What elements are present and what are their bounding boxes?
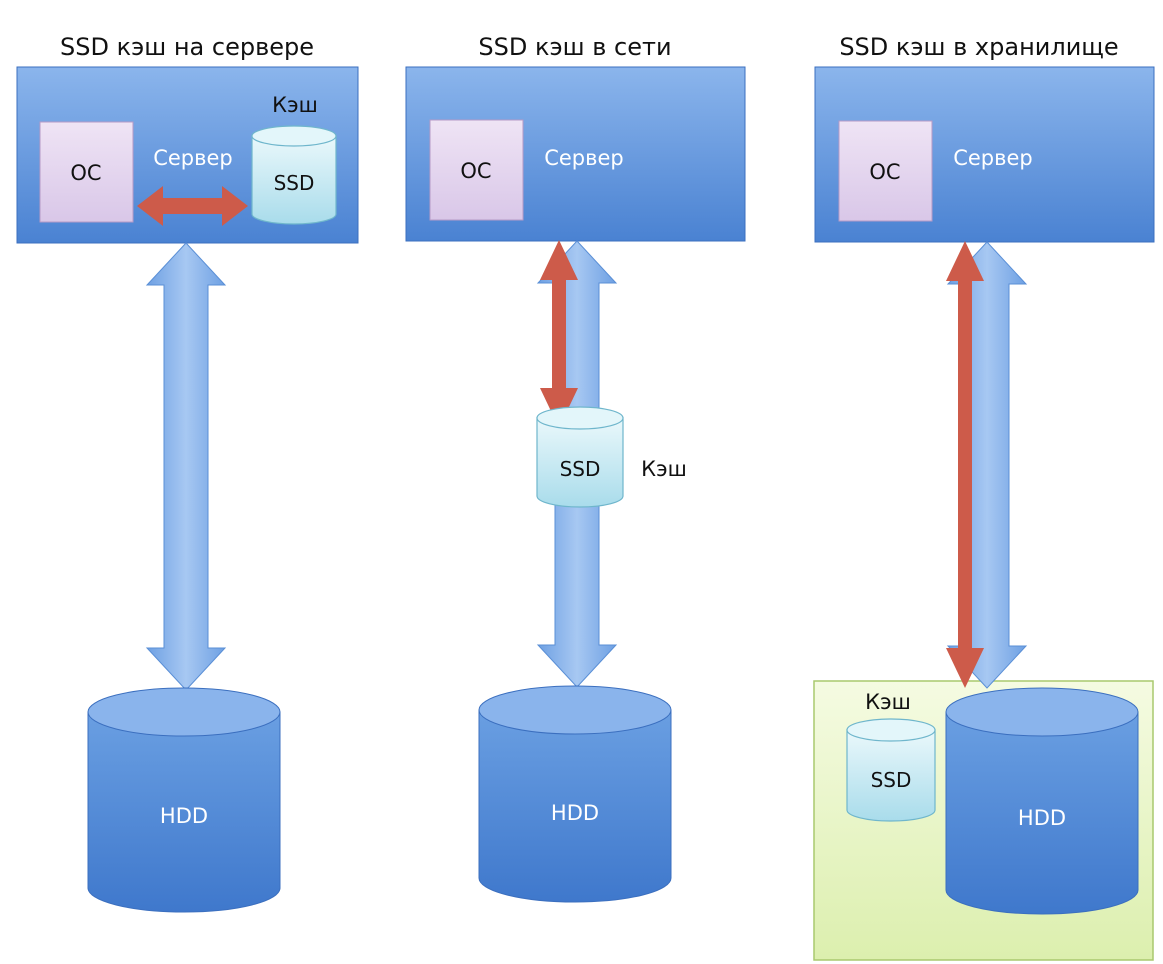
panel-title: SSD кэш в хранилище [839,33,1118,61]
ssd-cylinder [846,718,936,822]
cache-label: Кэш [641,457,687,481]
hdd-cylinder [87,687,281,913]
os-label: ОС [869,160,900,184]
hdd-label: HDD [160,804,208,828]
cache-access-arrow [540,240,578,428]
panel-title: SSD кэш в сети [478,33,671,61]
ssd-cylinder [251,125,337,225]
hdd-label: HDD [1018,806,1066,830]
panel-server-cache: SSD кэш на сервере ОС Сервер Кэш SSD HDD [16,33,359,913]
os-box [39,121,134,223]
panel-network-cache: SSD кэш в сети ОС Сервер SSD Кэш HDD [405,33,746,903]
hdd-cylinder [945,687,1139,915]
panel-title: SSD кэш на сервере [60,33,314,61]
hdd-label: HDD [551,801,599,825]
cache-label: Кэш [272,93,318,117]
server-label: Сервер [953,146,1033,170]
server-label: Сервер [544,146,624,170]
ssd-label: SSD [560,457,601,481]
storage-link-arrow [145,242,227,691]
ssd-label: SSD [274,171,315,195]
cache-access-arrow [946,241,984,688]
ssd-label: SSD [871,768,912,792]
os-label: ОС [460,159,491,183]
server-label: Сервер [153,146,233,170]
os-label: ОС [70,161,101,185]
cache-access-arrow [137,186,248,226]
ssd-cylinder [536,406,624,508]
cache-label: Кэш [865,690,911,714]
os-box [429,119,524,221]
hdd-cylinder [478,685,672,903]
os-box [838,120,933,222]
panel-storage-cache: SSD кэш в хранилище ОС Сервер Кэш SSD HD… [813,33,1155,961]
